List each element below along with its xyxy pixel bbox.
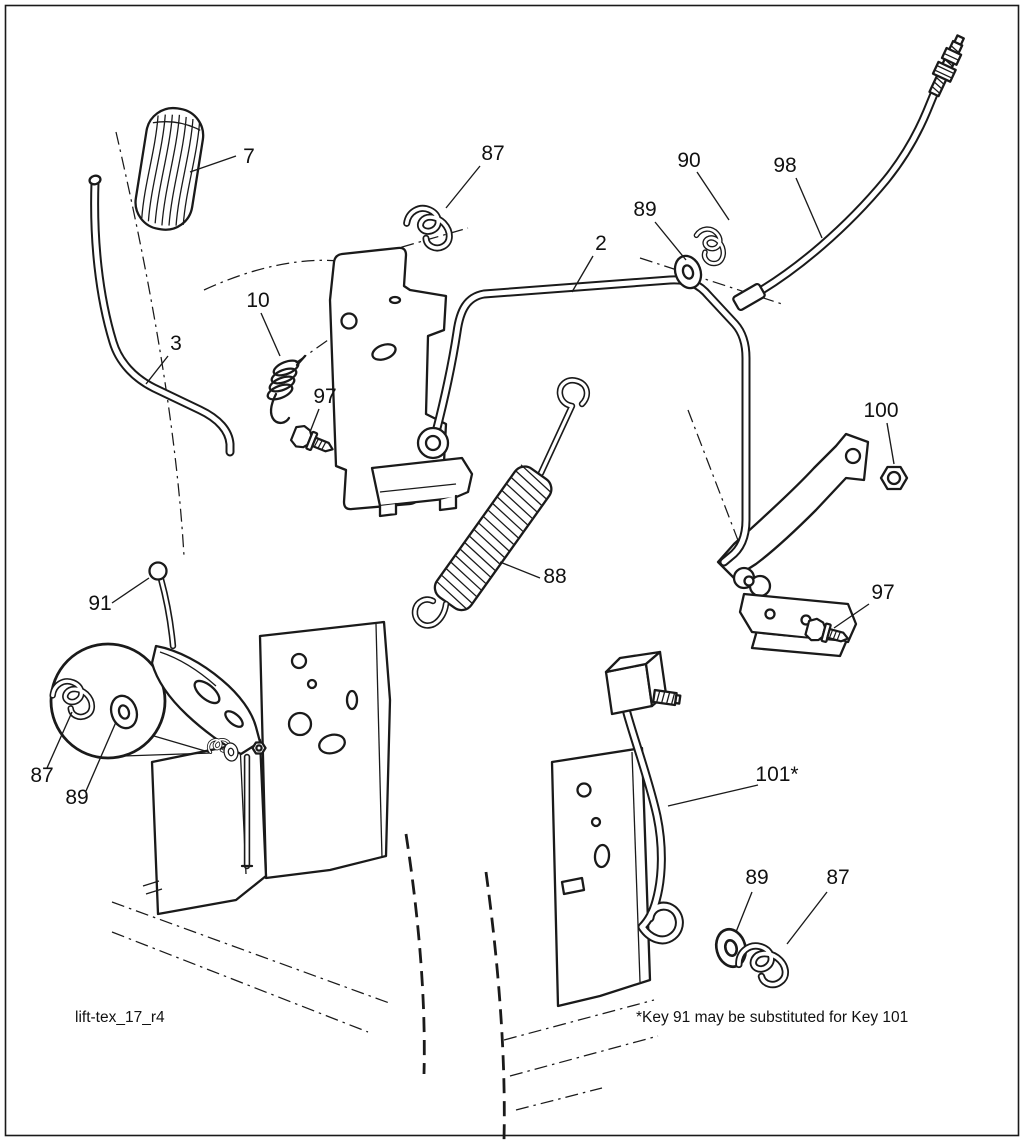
- callout-7: 7: [243, 145, 255, 168]
- callout-87-top: 87: [481, 142, 504, 165]
- hairpin-clip-part-87-bottom: [735, 941, 792, 988]
- callout-10: 10: [246, 289, 269, 312]
- lift-shaft-rod-part-2: [416, 280, 746, 562]
- deck-bracket-left: [142, 620, 392, 916]
- link-rod-part-101: [604, 650, 681, 940]
- callout-98: 98: [773, 154, 796, 177]
- substitution-footnote: *Key 91 may be substituted for Key 101: [636, 1009, 908, 1026]
- callout-87-bottom: 87: [826, 866, 849, 889]
- mounting-bracket-right: [716, 432, 870, 658]
- hex-nut-part-100: [879, 465, 909, 491]
- callout-91: 91: [88, 592, 111, 615]
- callout-97-right: 97: [871, 581, 894, 604]
- callout-100: 100: [863, 399, 898, 422]
- drawing-id-label: lift-tex_17_r4: [75, 1009, 165, 1026]
- callout-97-left: 97: [313, 385, 336, 408]
- detail-balloon: [48, 642, 213, 760]
- centerlines: [111, 131, 783, 1141]
- lift-handle-rod-part-3: [88, 174, 230, 452]
- page-border: [4, 4, 1020, 1137]
- adjustment-rod-part-98: [732, 34, 965, 312]
- callout-89-inset: 89: [65, 786, 88, 809]
- extension-spring-part-88: [415, 380, 587, 625]
- callout-101: 101*: [755, 763, 798, 786]
- leader-lines: [46, 155, 895, 945]
- lever-arm-part-91: [148, 561, 267, 867]
- deck-bracket-right: [550, 746, 652, 1008]
- callout-87-inset: 87: [30, 764, 53, 787]
- callout-89-bottom: 89: [745, 866, 768, 889]
- nut-at-lever: [251, 741, 267, 755]
- callout-labels: 7 87 90 98 89 2 10 3 97 100 88 91 97 87 …: [30, 142, 898, 889]
- callout-3: 3: [170, 332, 182, 355]
- callout-2: 2: [595, 232, 607, 255]
- handle-grip-part-7: [134, 106, 205, 231]
- torsion-spring-part-10: [266, 354, 307, 425]
- callout-88: 88: [543, 565, 566, 588]
- callout-89-top: 89: [633, 198, 656, 221]
- callout-90: 90: [677, 149, 700, 172]
- bolt-part-97-left: [288, 422, 338, 461]
